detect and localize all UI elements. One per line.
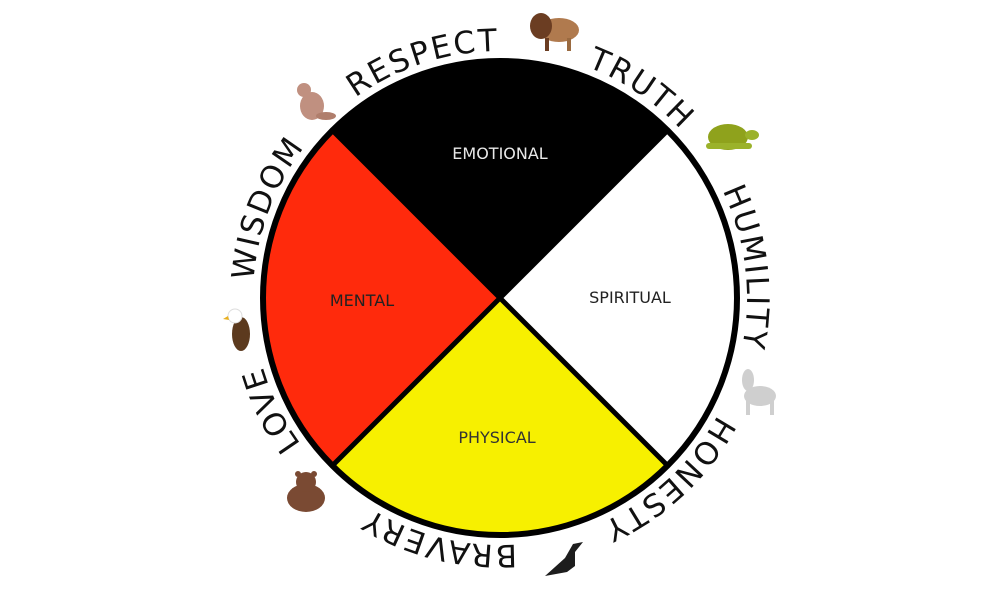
wheel-outline: [260, 58, 740, 538]
emotional-quadrant: [332, 60, 668, 298]
turtle-icon: [706, 124, 759, 150]
label-physical: PHYSICAL: [458, 428, 535, 447]
label-mental: MENTAL: [330, 291, 394, 310]
wolf-icon: [742, 369, 776, 415]
beaver-icon: [297, 83, 336, 120]
spiritual-quadrant: [500, 130, 738, 466]
bear-icon: [287, 471, 325, 512]
label-emotional: EMOTIONAL: [452, 144, 548, 163]
physical-quadrant: [332, 298, 668, 536]
label-spiritual: SPIRITUAL: [589, 288, 671, 307]
divider-line: [330, 128, 670, 468]
raven-icon: [545, 542, 583, 576]
eagle-icon: [223, 308, 250, 351]
mental-quadrant: [262, 130, 500, 466]
wheel: [260, 58, 740, 538]
buffalo-icon: [530, 13, 579, 51]
